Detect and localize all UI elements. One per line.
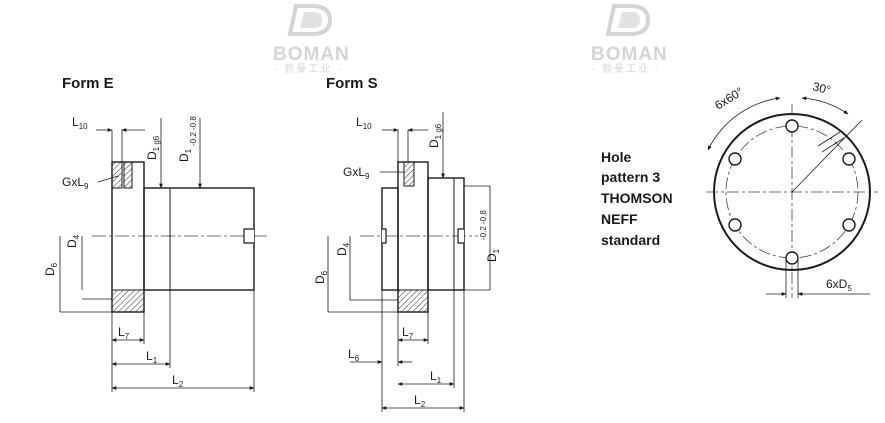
tapped-hole-top [111, 161, 123, 189]
groove [243, 228, 254, 244]
bolt-hole [728, 218, 742, 232]
label-d1-g6: D1 g6 [427, 123, 443, 148]
label-6xd5: 6xD5 [826, 277, 852, 293]
watermark-left: BOMAN - 勃曼工业 - [273, 3, 350, 75]
form-s-title: Form S [326, 75, 378, 92]
label-d1-tol-values: -0.2 -0.8 [479, 210, 488, 240]
label-d1-tol: D1 [177, 148, 193, 162]
label-gxl9: GxL9 [62, 175, 89, 191]
label-d6: D6 [313, 270, 329, 284]
hole-pattern-note-line-4: NEFF [601, 211, 638, 227]
label-gxl9: GxL9 [343, 165, 370, 181]
hole-pattern-note-line-1: Hole [601, 149, 632, 165]
angle-arc-30 [801, 96, 849, 115]
label-d4: D4 [335, 242, 351, 256]
form-e-title: Form E [62, 75, 114, 92]
form-s-drawing: Form S L10 D1 g6 GxL9 D4 D6 [313, 75, 501, 412]
watermark-subtitle: - 勃曼工业 - [274, 62, 342, 75]
watermark-subtitle: - 勃曼工业 - [592, 62, 660, 75]
form-e-drawing: Form E L10 D1 g6 D1 -0.2 -0.8 GxL9 [43, 75, 270, 392]
label-l1: L1 [430, 369, 442, 385]
label-l10: L10 [356, 115, 372, 131]
label-l2: L2 [414, 393, 426, 409]
left-groove [382, 228, 387, 244]
bolt-hole [842, 218, 856, 232]
body [143, 187, 255, 291]
watermark-brand: BOMAN [273, 44, 350, 65]
label-6x60: 6x60° [712, 84, 746, 112]
hole-bottom [397, 289, 429, 313]
label-d4: D4 [65, 234, 81, 248]
label-l10: L10 [72, 115, 88, 131]
bolt-hole [842, 152, 856, 166]
bolt-hole [785, 251, 799, 265]
hole-pattern-note-line-5: standard [601, 232, 660, 248]
label-l7: L7 [402, 325, 414, 341]
boman-logo-icon [287, 3, 333, 36]
label-d6: D6 [43, 262, 59, 276]
angle-arc-60 [707, 96, 781, 151]
bolt-hole [728, 152, 742, 166]
hole-pattern-note-line-2: pattern 3 [601, 169, 660, 185]
label-l1: L1 [146, 349, 158, 365]
label-d1-tol-values: -0.2 -0.8 [189, 116, 198, 146]
boman-logo-icon [605, 3, 651, 36]
right-groove [457, 228, 464, 244]
hole-pattern-note-line-3: THOMSON [601, 190, 673, 206]
label-d1-g6: D1 g6 [145, 135, 161, 160]
hole-bottom [111, 289, 145, 313]
tapped-hole-top-2 [123, 161, 133, 189]
label-l7: L7 [118, 325, 130, 341]
watermark-right: BOMAN - 勃曼工业 - [591, 3, 668, 75]
label-30: 30° [811, 79, 832, 97]
hole-pattern-drawing: Hole pattern 3 THOMSON NEFF standard 6x6… [601, 79, 878, 298]
label-l6: L6 [348, 347, 360, 363]
label-d1-tol: D1 [485, 248, 501, 262]
bolt-hole [785, 119, 799, 133]
watermark-brand: BOMAN [591, 44, 668, 65]
tapped-hole-top [403, 161, 415, 187]
label-l2: L2 [172, 373, 184, 389]
